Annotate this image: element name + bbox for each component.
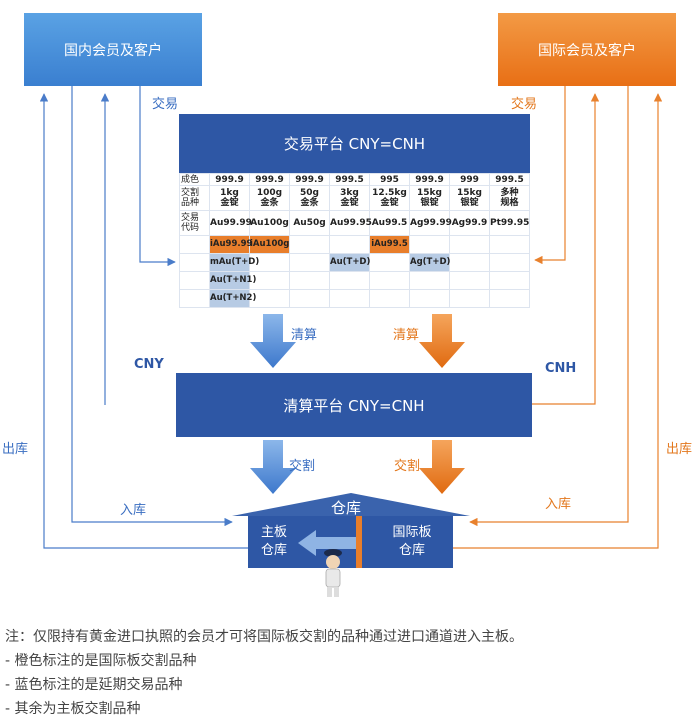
variety-cell: 多种 规格 — [489, 185, 530, 212]
clearing-platform-title: 清算平台 CNY=CNH — [283, 396, 425, 415]
code-cell: Au50g — [289, 210, 330, 236]
clear-right-label: 清算 — [393, 328, 420, 343]
intl-code-cell: iAu99.5 — [369, 234, 410, 254]
fineness-cell: 999.9 — [249, 172, 290, 187]
in-left-line — [71, 86, 233, 527]
out-left-line — [39, 93, 265, 549]
intl-warehouse-label: 国际板 仓库 — [392, 525, 432, 558]
variety-cell: 15kg 银锭 — [449, 185, 490, 212]
international-members-label: 国际会员及客户 — [538, 42, 636, 59]
warehouse-shape — [232, 493, 470, 568]
clearing-platform-box: 清算平台 CNY=CNH — [176, 373, 532, 437]
import-arrow — [298, 530, 356, 556]
variety-cell: 100g 金条 — [249, 185, 290, 212]
clear-left-label: 清算 — [291, 328, 318, 343]
in-left-label: 入库 — [120, 503, 147, 518]
international-members-box: 国际会员及客户 — [498, 13, 676, 86]
fineness-cell: 995 — [369, 172, 410, 187]
intl-code-cell: iAu100g — [249, 234, 290, 254]
in-right-line — [469, 86, 629, 527]
fineness-cell: 999 — [449, 172, 490, 187]
variety-cell: 50g 金条 — [289, 185, 330, 212]
code-cell: Au100g — [249, 210, 290, 236]
fineness-cell: 999.9 — [209, 172, 250, 187]
code-cell: Pt99.95 — [489, 210, 530, 236]
note-line: - 橙色标注的是国际板交割品种 — [5, 653, 197, 669]
deferred-code-cell: Au(T+N2) — [209, 288, 256, 309]
deferred-code-cell: mAu(T+D) — [209, 252, 259, 272]
variety-cell: 15kg 银锭 — [409, 185, 450, 212]
fineness-cell: 999.9 — [409, 172, 450, 187]
code-cell: Ag99.9 — [449, 210, 490, 236]
delivery-right-label: 交割 — [394, 459, 421, 474]
deferred-code-cell: Ag(T+D) — [409, 252, 450, 272]
out-right-line — [435, 93, 663, 549]
intl-code-cell: iAu99.99 — [209, 234, 252, 254]
trade-platform-title: 交易平台 CNY=CNH — [283, 135, 426, 153]
variety-cell: 3kg 金锭 — [329, 185, 370, 212]
trade-left-label: 交易 — [152, 97, 179, 112]
row-label-code: 交易 代码 — [179, 210, 210, 236]
delivery-left-label: 交割 — [289, 459, 316, 474]
trade-platform-header: 交易平台 CNY=CNH — [179, 114, 530, 173]
note-line: 注：仅限持有黄金进口执照的会员才可将国际板交割的品种通过进口通道进入主板。 — [5, 629, 523, 645]
note-line: - 蓝色标注的是延期交易品种 — [5, 677, 183, 693]
import-channel — [356, 516, 362, 568]
variety-cell: 12.5kg 金锭 — [369, 185, 410, 212]
out-left-label: 出库 — [2, 442, 29, 457]
fineness-cell: 999.5 — [489, 172, 530, 187]
left-connectors — [39, 86, 265, 549]
delivery-right-arrow — [419, 440, 465, 494]
deferred-code-cell: Au(T+N1) — [209, 270, 256, 290]
row-label-fineness: 成色 — [179, 172, 210, 187]
clear-left-arrow — [250, 314, 296, 368]
out-right-label: 出库 — [666, 442, 693, 457]
trade-right-label: 交易 — [511, 97, 538, 112]
trade-right-line — [534, 86, 566, 265]
right-connectors — [435, 86, 663, 549]
note-line: - 其余为主板交割品种 — [5, 701, 141, 717]
trade-left-line — [139, 86, 176, 267]
warehouse-title: 仓库 — [331, 499, 362, 517]
cnh-label: CNH — [545, 361, 577, 376]
domestic-members-label: 国内会员及客户 — [64, 42, 162, 59]
code-cell: Ag99.99 — [409, 210, 452, 236]
domestic-members-box: 国内会员及客户 — [24, 13, 202, 86]
code-cell: Au99.5 — [369, 210, 410, 236]
code-cell: Au99.95 — [329, 210, 372, 236]
delivery-left-arrow — [250, 440, 296, 494]
row-label-variety: 交割 品种 — [179, 185, 210, 212]
in-right-label: 入库 — [545, 497, 572, 512]
cny-label: CNY — [134, 357, 164, 372]
code-cell: Au99.99 — [209, 210, 252, 236]
clear-right-line — [532, 93, 600, 405]
main-warehouse-label: 主板 仓库 — [260, 525, 287, 558]
variety-cell: 1kg 金锭 — [209, 185, 250, 212]
fineness-cell: 999.9 — [289, 172, 330, 187]
fineness-cell: 999.5 — [329, 172, 370, 187]
deferred-code-cell: Au(T+D) — [329, 252, 370, 272]
guard-figure — [324, 549, 342, 597]
trade-product-table: 成色 999.9 999.9 999.9 999.5 995 999.9 999… — [179, 172, 530, 309]
clear-right-arrow — [419, 314, 465, 368]
